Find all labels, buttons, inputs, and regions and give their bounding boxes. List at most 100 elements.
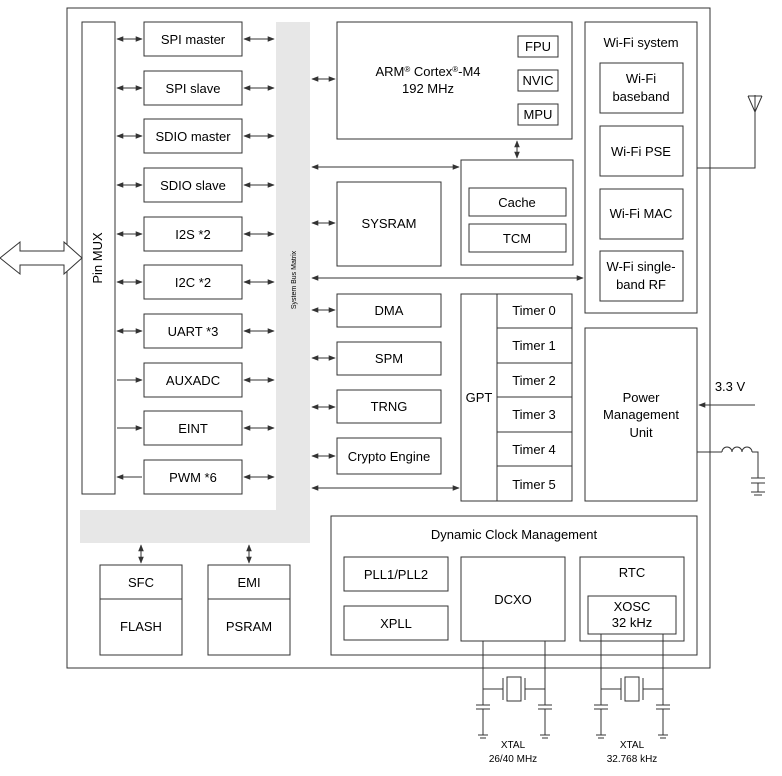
psram-label: PSRAM	[226, 619, 272, 634]
fpu-box	[517, 35, 559, 58]
pmu-label-3: Unit	[629, 425, 653, 440]
xtal-2-frequency: 32.768 kHz	[607, 754, 658, 765]
timer-3-label: Timer 3	[512, 407, 556, 422]
spi-master-box	[143, 21, 243, 57]
eint-label: EINT	[178, 421, 208, 436]
bus-matrix-vertical	[276, 22, 310, 542]
spi-slave-label: SPI slave	[166, 81, 221, 96]
dma-label: DMA	[375, 303, 404, 318]
crystal-26-40mhz-icon	[476, 641, 552, 739]
xpll-label: XPLL	[380, 616, 412, 631]
wifi-mac-label: Wi-Fi MAC	[610, 206, 673, 221]
pmu-label-1: Power	[623, 390, 661, 405]
timer-4-box	[496, 431, 573, 467]
i2s-box	[143, 216, 243, 252]
timer-2-box	[496, 362, 573, 398]
external-io-arrow	[0, 240, 83, 276]
i2c-label: I2C *2	[175, 275, 211, 290]
wifi-baseband-box	[599, 62, 684, 114]
wifi-mac-box	[599, 188, 684, 240]
gpt-box	[460, 293, 498, 502]
wifi-rf-box	[599, 250, 684, 302]
uart-label: UART *3	[168, 324, 219, 339]
auxadc-label: AUXADC	[166, 373, 220, 388]
sfc-label: SFC	[128, 575, 154, 590]
wifi-baseband-label-2: baseband	[612, 89, 669, 104]
dcxo-label: DCXO	[494, 592, 532, 607]
wifi-system-title: Wi-Fi system	[603, 35, 678, 50]
timer-list: Timer 0 Timer 1 Timer 2 Timer 3 Timer 4 …	[496, 293, 573, 502]
bus-matrix-label: System Bus Matrix	[291, 250, 298, 309]
capacitor-icon	[751, 477, 765, 496]
auxadc-box	[143, 362, 243, 398]
xosc-label-2: 32 kHz	[612, 615, 652, 630]
power-voltage-label: 3.3 V	[715, 379, 746, 394]
xtal-1-label: XTAL	[501, 740, 526, 751]
xtal-1-frequency: 26/40 MHz	[489, 754, 537, 765]
spm-box	[336, 341, 442, 376]
timer-4-label: Timer 4	[512, 442, 556, 457]
i2s-label: I2S *2	[175, 227, 210, 242]
pll-box	[343, 556, 449, 592]
nvic-label: NVIC	[522, 73, 553, 88]
timer-3-box	[496, 396, 573, 433]
wifi-pse-box	[599, 125, 684, 177]
flash-label: FLASH	[120, 619, 162, 634]
spi-slave-box	[143, 70, 243, 106]
dma-box	[336, 293, 442, 328]
fpu-label: FPU	[525, 39, 551, 54]
dcxo-box	[460, 556, 566, 642]
timer-0-label: Timer 0	[512, 303, 556, 318]
sysram-label: SYSRAM	[362, 216, 417, 231]
xtal-2-label: XTAL	[620, 740, 645, 751]
cache-label: Cache	[498, 195, 536, 210]
wifi-baseband-label-1: Wi-Fi	[626, 71, 656, 86]
i2c-box	[143, 264, 243, 300]
pll-label: PLL1/PLL2	[364, 567, 428, 582]
timer-1-box	[496, 327, 573, 364]
sdio-master-label: SDIO master	[155, 129, 231, 144]
mpu-box	[517, 103, 559, 126]
crystal-32khz-icon	[594, 634, 670, 739]
xosc-label-1: XOSC	[614, 599, 651, 614]
inductor-icon	[697, 446, 759, 478]
peripheral-column: SPI master SPI slave SDIO master SDIO sl…	[143, 21, 243, 495]
rtc-label: RTC	[619, 565, 645, 580]
timer-5-box	[496, 465, 573, 502]
pwm-box	[143, 459, 243, 495]
trng-box	[336, 389, 442, 424]
pinmux-arrows	[116, 36, 143, 480]
antenna-icon	[697, 95, 763, 169]
crypto-engine-box	[336, 437, 442, 475]
crypto-engine-label: Crypto Engine	[348, 449, 430, 464]
sysram-box	[336, 181, 442, 267]
wifi-rf-label-1: W-Fi single-	[606, 259, 675, 274]
sdio-slave-label: SDIO slave	[160, 178, 226, 193]
eint-box	[143, 410, 243, 446]
tcm-label: TCM	[503, 231, 531, 246]
timer-0-box	[496, 293, 573, 329]
emi-psram-box	[207, 564, 291, 656]
trng-label: TRNG	[371, 399, 408, 414]
mpu-label: MPU	[524, 107, 553, 122]
uart-box	[143, 313, 243, 349]
emi-label: EMI	[237, 575, 260, 590]
spm-label: SPM	[375, 351, 403, 366]
timer-5-label: Timer 5	[512, 477, 556, 492]
wifi-rf-label-2: band RF	[616, 277, 666, 292]
gpt-label: GPT	[466, 390, 493, 405]
timer-2-label: Timer 2	[512, 373, 556, 388]
sfc-flash-box	[99, 564, 183, 656]
cpu-name: ARM® Cortex®-M4	[376, 64, 481, 79]
xosc-box	[587, 595, 677, 635]
cpu-frequency: 192 MHz	[402, 81, 454, 96]
bus-matrix-horizontal	[80, 510, 310, 543]
wifi-pse-label: Wi-Fi PSE	[611, 144, 671, 159]
xpll-box	[343, 605, 449, 641]
pmu-box	[584, 327, 698, 502]
tcm-box	[468, 223, 567, 253]
spi-master-label: SPI master	[161, 32, 226, 47]
sdio-slave-box	[143, 167, 243, 203]
cache-box	[468, 187, 567, 217]
